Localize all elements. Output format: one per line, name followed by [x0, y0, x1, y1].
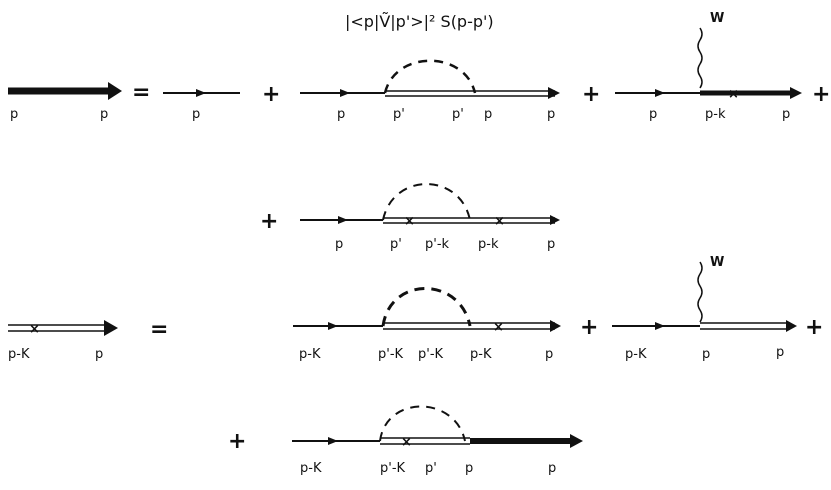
momentum-label: p' [452, 107, 464, 122]
svg-text:×: × [494, 214, 505, 229]
plus-sign: + [582, 82, 600, 107]
momentum-label: p [702, 347, 710, 362]
plus-sign: + [228, 429, 246, 454]
momentum-label: p [547, 107, 555, 122]
momentum-label: p-K [300, 461, 322, 476]
plus-sign: + [262, 82, 280, 107]
equals-sign: = [150, 317, 168, 342]
momentum-label: p-K [8, 347, 30, 362]
momentum-label: p [95, 347, 103, 362]
momentum-label: p [337, 107, 345, 122]
momentum-label: p [465, 461, 473, 476]
momentum-label: p-K [625, 347, 647, 362]
field-label-w: W [710, 11, 724, 26]
svg-text:×: × [404, 214, 415, 229]
momentum-label: p [545, 347, 553, 362]
momentum-label: p'-K [378, 347, 404, 362]
plus-sign: + [805, 315, 823, 340]
momentum-label: p'-k [425, 237, 450, 252]
row1-bare-propagator [163, 89, 240, 97]
momentum-label: p [335, 237, 343, 252]
interaction-formula: |<p|Ṽ|p'>|² S(p-p') [345, 12, 494, 31]
svg-text:×: × [401, 435, 412, 450]
row4-vertex-correction-diagram: × [292, 405, 583, 450]
row3-self-energy-diagram: × [293, 287, 561, 335]
momentum-label: p-K [299, 347, 321, 362]
momentum-label: p-k [478, 237, 499, 252]
momentum-label: p'-K [380, 461, 406, 476]
row3-external-field-diagram [612, 261, 797, 332]
equals-sign: = [132, 80, 150, 105]
momentum-label: p [649, 107, 657, 122]
momentum-label: p [100, 107, 108, 122]
svg-text:×: × [728, 87, 739, 102]
momentum-label: p' [390, 237, 402, 252]
row1-self-energy-diagram [300, 59, 560, 99]
momentum-label: p-k [705, 107, 726, 122]
momentum-label: p [548, 461, 556, 476]
momentum-label: p [192, 107, 200, 122]
row1-dressed-propagator [8, 82, 122, 100]
momentum-label: p'-K [418, 347, 444, 362]
momentum-label: p' [425, 461, 437, 476]
row3-shifted-propagator: × [8, 320, 118, 337]
svg-text:×: × [493, 320, 504, 335]
momentum-label: p [484, 107, 492, 122]
plus-sign: + [260, 209, 278, 234]
row2-vertex-correction-diagram: × × [300, 183, 560, 229]
row1-external-field-diagram: × [615, 27, 802, 102]
plus-sign: + [812, 82, 830, 107]
momentum-label: p [10, 107, 18, 122]
momentum-label: p-K [470, 347, 492, 362]
momentum-label: p [776, 345, 784, 360]
field-label-w: W [710, 255, 724, 270]
plus-sign: + [580, 315, 598, 340]
momentum-label: p [782, 107, 790, 122]
svg-text:×: × [29, 322, 40, 337]
momentum-label: p' [393, 107, 405, 122]
momentum-label: p [547, 237, 555, 252]
